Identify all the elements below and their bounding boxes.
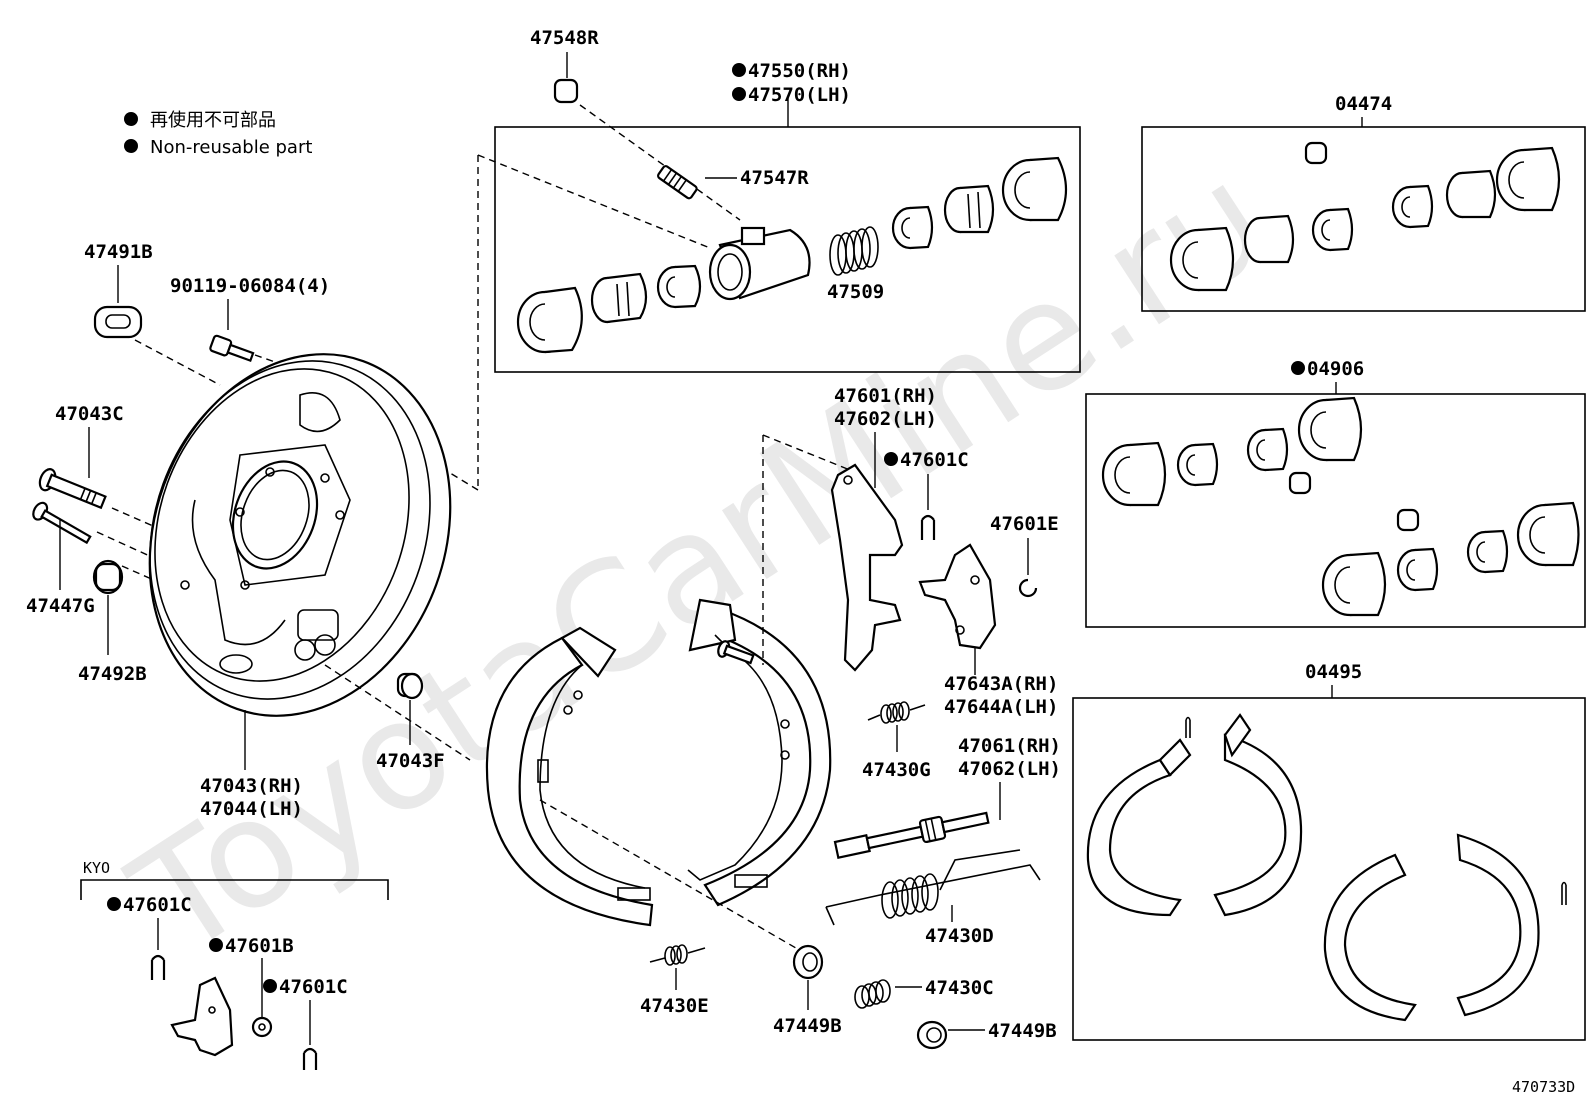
label-47447G: 47447G (26, 595, 95, 617)
label-47449B-a: 47449B (773, 1015, 842, 1037)
diagram-code: 470733D (1512, 1078, 1575, 1096)
non-reusable-dot-icon (732, 63, 746, 77)
e-ring-47601E (1018, 578, 1038, 598)
non-reusable-dot-icon (263, 979, 277, 993)
label-04906: 04906 (1307, 358, 1364, 380)
kit-04474-box (1141, 126, 1586, 312)
bolt-47447G (32, 501, 92, 545)
grommet-47043F (396, 672, 424, 700)
spring-47430G (867, 701, 926, 724)
spring-47430C (854, 979, 891, 1009)
spring-47430E (649, 944, 706, 966)
label-47430G: 47430G (862, 759, 931, 781)
kit-04495-box (1072, 697, 1586, 1041)
non-reusable-dot-icon (209, 938, 223, 952)
cylinder-boot-left (516, 286, 583, 354)
bolt-90119 (209, 334, 255, 363)
cylinder-boot-right (1001, 156, 1068, 222)
brake-shoe-right (687, 598, 832, 907)
legend: 再使用不可部品 Non-reusable part (124, 110, 312, 158)
kyo-bracket (80, 879, 389, 900)
bleeder-screw (657, 165, 698, 200)
label-47430C: 47430C (925, 977, 994, 999)
label-47492B: 47492B (78, 663, 147, 685)
kyo-adjusting-lever (170, 976, 234, 1057)
clip-47601C (920, 514, 936, 540)
kit-04474-parts (1169, 141, 1561, 292)
clip-kyo-b (302, 1047, 318, 1070)
cup-left (656, 264, 702, 309)
legend-en: Non-reusable part (150, 137, 312, 158)
label-47550: 47550(RH) (748, 60, 851, 82)
adjuster-assembly (833, 811, 990, 859)
label-47601: 47601(RH) (834, 385, 937, 407)
washer-kyo (251, 1016, 273, 1038)
piston-right (943, 184, 995, 234)
bolt-47043C (38, 468, 107, 510)
non-reusable-dot-icon (124, 112, 138, 126)
non-reusable-dot-icon (884, 452, 898, 466)
label-kyo: KYO (83, 859, 110, 877)
adjuster-pin (717, 640, 755, 665)
legend-jp: 再使用不可部品 (150, 110, 276, 131)
spring-47430D (825, 849, 1041, 926)
plug (93, 305, 143, 339)
parking-brake-lever (830, 463, 904, 672)
brake-shoe-left (485, 626, 654, 927)
nut-47492B (92, 559, 124, 595)
label-kyo-47601C-b: 47601C (279, 976, 348, 998)
backing-plate (148, 353, 452, 717)
clip-kyo-a (150, 954, 166, 980)
label-47548R: 47548R (530, 27, 599, 49)
cup-right (891, 205, 934, 250)
label-47449B-b: 47449B (988, 1020, 1057, 1042)
adjusting-lever (918, 543, 997, 650)
label-47043C: 47043C (55, 403, 124, 425)
cup-47449B-b (916, 1020, 948, 1050)
cup-47449B-a (792, 944, 824, 980)
label-47430D: 47430D (925, 925, 994, 947)
label-47043: 47043(RH) (200, 775, 303, 797)
label-kyo-47601C-a: 47601C (123, 894, 192, 916)
label-47044: 47044(LH) (200, 798, 303, 820)
kit-04906-parts (1101, 396, 1580, 617)
label-47509: 47509 (827, 281, 884, 303)
wheel-cylinder (708, 226, 811, 301)
non-reusable-dot-icon (124, 139, 138, 153)
label-47062: 47062(LH) (958, 758, 1061, 780)
piston-left (590, 272, 648, 324)
non-reusable-dot-icon (1291, 361, 1305, 375)
label-47061: 47061(RH) (958, 735, 1061, 757)
label-47601C: 47601C (900, 449, 969, 471)
label-04495: 04495 (1305, 661, 1362, 683)
cylinder-spring (829, 226, 879, 276)
label-47643A: 47643A(RH) (944, 673, 1058, 695)
kit-04495-shoes (1086, 713, 1567, 1022)
label-47430E: 47430E (640, 995, 709, 1017)
label-90119: 90119-06084(4) (170, 275, 330, 297)
label-47601E: 47601E (990, 513, 1059, 535)
label-47602: 47602(LH) (834, 408, 937, 430)
label-04474: 04474 (1335, 93, 1392, 115)
label-47644A: 47644A(LH) (944, 696, 1058, 718)
label-47547R: 47547R (740, 167, 809, 189)
label-47043F: 47043F (376, 750, 445, 772)
bleeder-cap (553, 78, 579, 104)
label-47491B: 47491B (84, 241, 153, 263)
label-47570: 47570(LH) (748, 84, 851, 106)
kit-04906-box (1085, 393, 1586, 628)
non-reusable-dot-icon (732, 87, 746, 101)
label-kyo-47601B: 47601B (225, 935, 294, 957)
non-reusable-dot-icon (107, 897, 121, 911)
